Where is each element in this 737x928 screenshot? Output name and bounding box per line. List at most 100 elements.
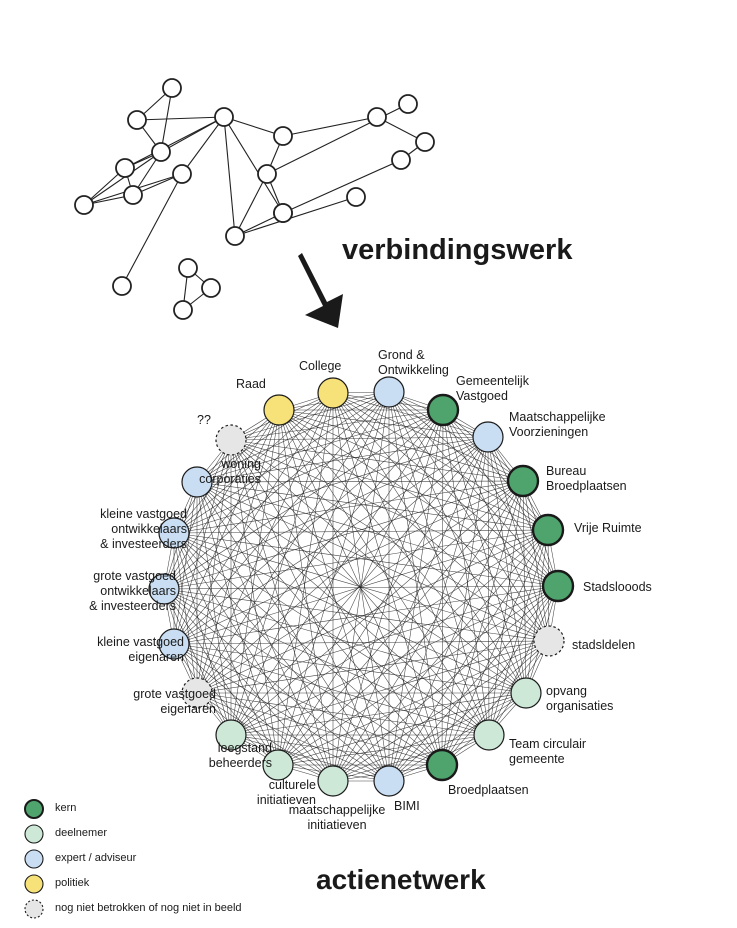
bottom-edge bbox=[196, 481, 279, 766]
top-node bbox=[225, 226, 245, 246]
bottom-edge bbox=[173, 640, 550, 645]
bottom-edge bbox=[442, 409, 527, 694]
bottom-edge bbox=[332, 392, 550, 642]
bottom-edge bbox=[173, 532, 390, 782]
top-edge bbox=[282, 159, 402, 214]
bottom-edge bbox=[487, 436, 527, 694]
bottom-edge bbox=[442, 409, 559, 587]
bottom-edge bbox=[196, 392, 334, 694]
bottom-edge bbox=[163, 409, 444, 590]
bottom-edge bbox=[173, 643, 390, 782]
top-node bbox=[172, 164, 192, 184]
top-node bbox=[346, 187, 366, 207]
bottom-edge bbox=[388, 585, 559, 782]
top-node bbox=[115, 158, 135, 178]
top-edge bbox=[234, 196, 357, 237]
bottom-edge bbox=[388, 692, 527, 782]
bottom-edge bbox=[173, 643, 527, 694]
node-maatini bbox=[317, 765, 349, 797]
node-cultuur bbox=[262, 749, 294, 781]
top-node bbox=[127, 110, 147, 130]
label-groteontw: grote vastgoed ontwikkelaars & investeer… bbox=[89, 569, 176, 613]
bottom-edge bbox=[230, 692, 527, 736]
bottom-edge bbox=[196, 529, 549, 694]
legend-label-politiek: politiek bbox=[55, 877, 90, 889]
bottom-edge bbox=[230, 439, 443, 766]
node-bimi bbox=[373, 765, 405, 797]
bottom-edge bbox=[163, 588, 550, 642]
bottom-edge bbox=[173, 532, 527, 694]
node-stadsdelen bbox=[533, 625, 565, 657]
bottom-edge bbox=[173, 532, 334, 782]
bottom-edge bbox=[277, 391, 390, 766]
bottom-edge bbox=[196, 692, 334, 782]
label-kleineontw: kleine vastgoed ontwikkelaars & investee… bbox=[100, 507, 187, 551]
bottom-edge bbox=[487, 436, 559, 587]
bottom-edge bbox=[230, 439, 527, 694]
bottom-edge bbox=[173, 436, 489, 645]
bottom-edge bbox=[173, 532, 232, 736]
node-grond bbox=[373, 376, 405, 408]
bottom-edge bbox=[388, 480, 524, 782]
bottom-edge bbox=[230, 585, 559, 736]
label-maatvoor: Maatschappelijke Voorzieningen bbox=[509, 410, 606, 439]
legend-label-unknown: nog niet betrokken of nog niet in beeld bbox=[55, 902, 242, 914]
transition-arrow bbox=[298, 253, 343, 328]
bottom-edge bbox=[388, 391, 559, 587]
bottom-edge bbox=[332, 529, 549, 782]
bottom-edge bbox=[196, 692, 443, 766]
bottom-edge bbox=[230, 409, 444, 736]
bottom-edge bbox=[196, 481, 549, 531]
bottom-edge bbox=[196, 391, 390, 483]
node-woning bbox=[181, 466, 213, 498]
legend-label-kern: kern bbox=[55, 802, 77, 814]
bottom-edge bbox=[196, 692, 490, 736]
bottom-edge bbox=[196, 481, 390, 782]
bottom-edge bbox=[441, 409, 444, 766]
bottom-edge bbox=[173, 439, 232, 645]
label-leeg: leegstand beheerders bbox=[208, 741, 272, 770]
top-edge bbox=[223, 116, 284, 214]
label-stadsdelen: stadsldelen bbox=[572, 638, 636, 652]
legend-markers bbox=[24, 799, 44, 919]
bottom-edge bbox=[277, 640, 550, 766]
label-college: College bbox=[299, 359, 342, 373]
bottom-edge bbox=[388, 391, 549, 531]
bottom-edge bbox=[277, 392, 334, 766]
legend-marker-expert bbox=[24, 849, 44, 869]
bottom-edge bbox=[230, 640, 550, 736]
bottom-edge bbox=[277, 734, 490, 766]
node-leeg bbox=[215, 719, 247, 751]
bottom-edge bbox=[163, 391, 390, 590]
legend-marker-unknown bbox=[24, 899, 44, 919]
node-bureau bbox=[506, 464, 540, 498]
bottom-edge bbox=[230, 439, 279, 766]
bottom-edge bbox=[196, 480, 524, 694]
bottom-edge bbox=[332, 392, 489, 438]
bottom-edge bbox=[196, 481, 527, 694]
bottom-edge bbox=[173, 532, 198, 694]
bottom-edge bbox=[173, 643, 490, 736]
bottom-edge bbox=[332, 585, 559, 782]
bottom-edge bbox=[277, 409, 280, 766]
bottom-edge bbox=[277, 529, 549, 766]
top-edge bbox=[282, 116, 378, 137]
node-maatvoor bbox=[472, 421, 504, 453]
bottom-edge bbox=[388, 640, 550, 782]
node-kleineontw bbox=[158, 517, 190, 549]
bottom-edge bbox=[487, 436, 490, 736]
bottom-edge bbox=[230, 439, 524, 482]
label-broed: Broedplaatsen bbox=[448, 783, 529, 797]
top-node bbox=[112, 276, 132, 296]
top-edge bbox=[181, 116, 225, 175]
bottom-edge bbox=[230, 391, 390, 441]
label-gemvast: Gemeentelijk Vastgoed bbox=[456, 374, 529, 403]
title-verbindingswerk: verbindingswerk bbox=[342, 234, 573, 266]
label-maatini: maatschappelijke initiatieven bbox=[288, 803, 386, 832]
bottom-edge bbox=[332, 392, 527, 694]
actienetwerk-nodes bbox=[148, 376, 575, 797]
node-raad bbox=[263, 394, 295, 426]
bottom-edge bbox=[173, 585, 559, 645]
bottom-edge bbox=[196, 481, 490, 736]
